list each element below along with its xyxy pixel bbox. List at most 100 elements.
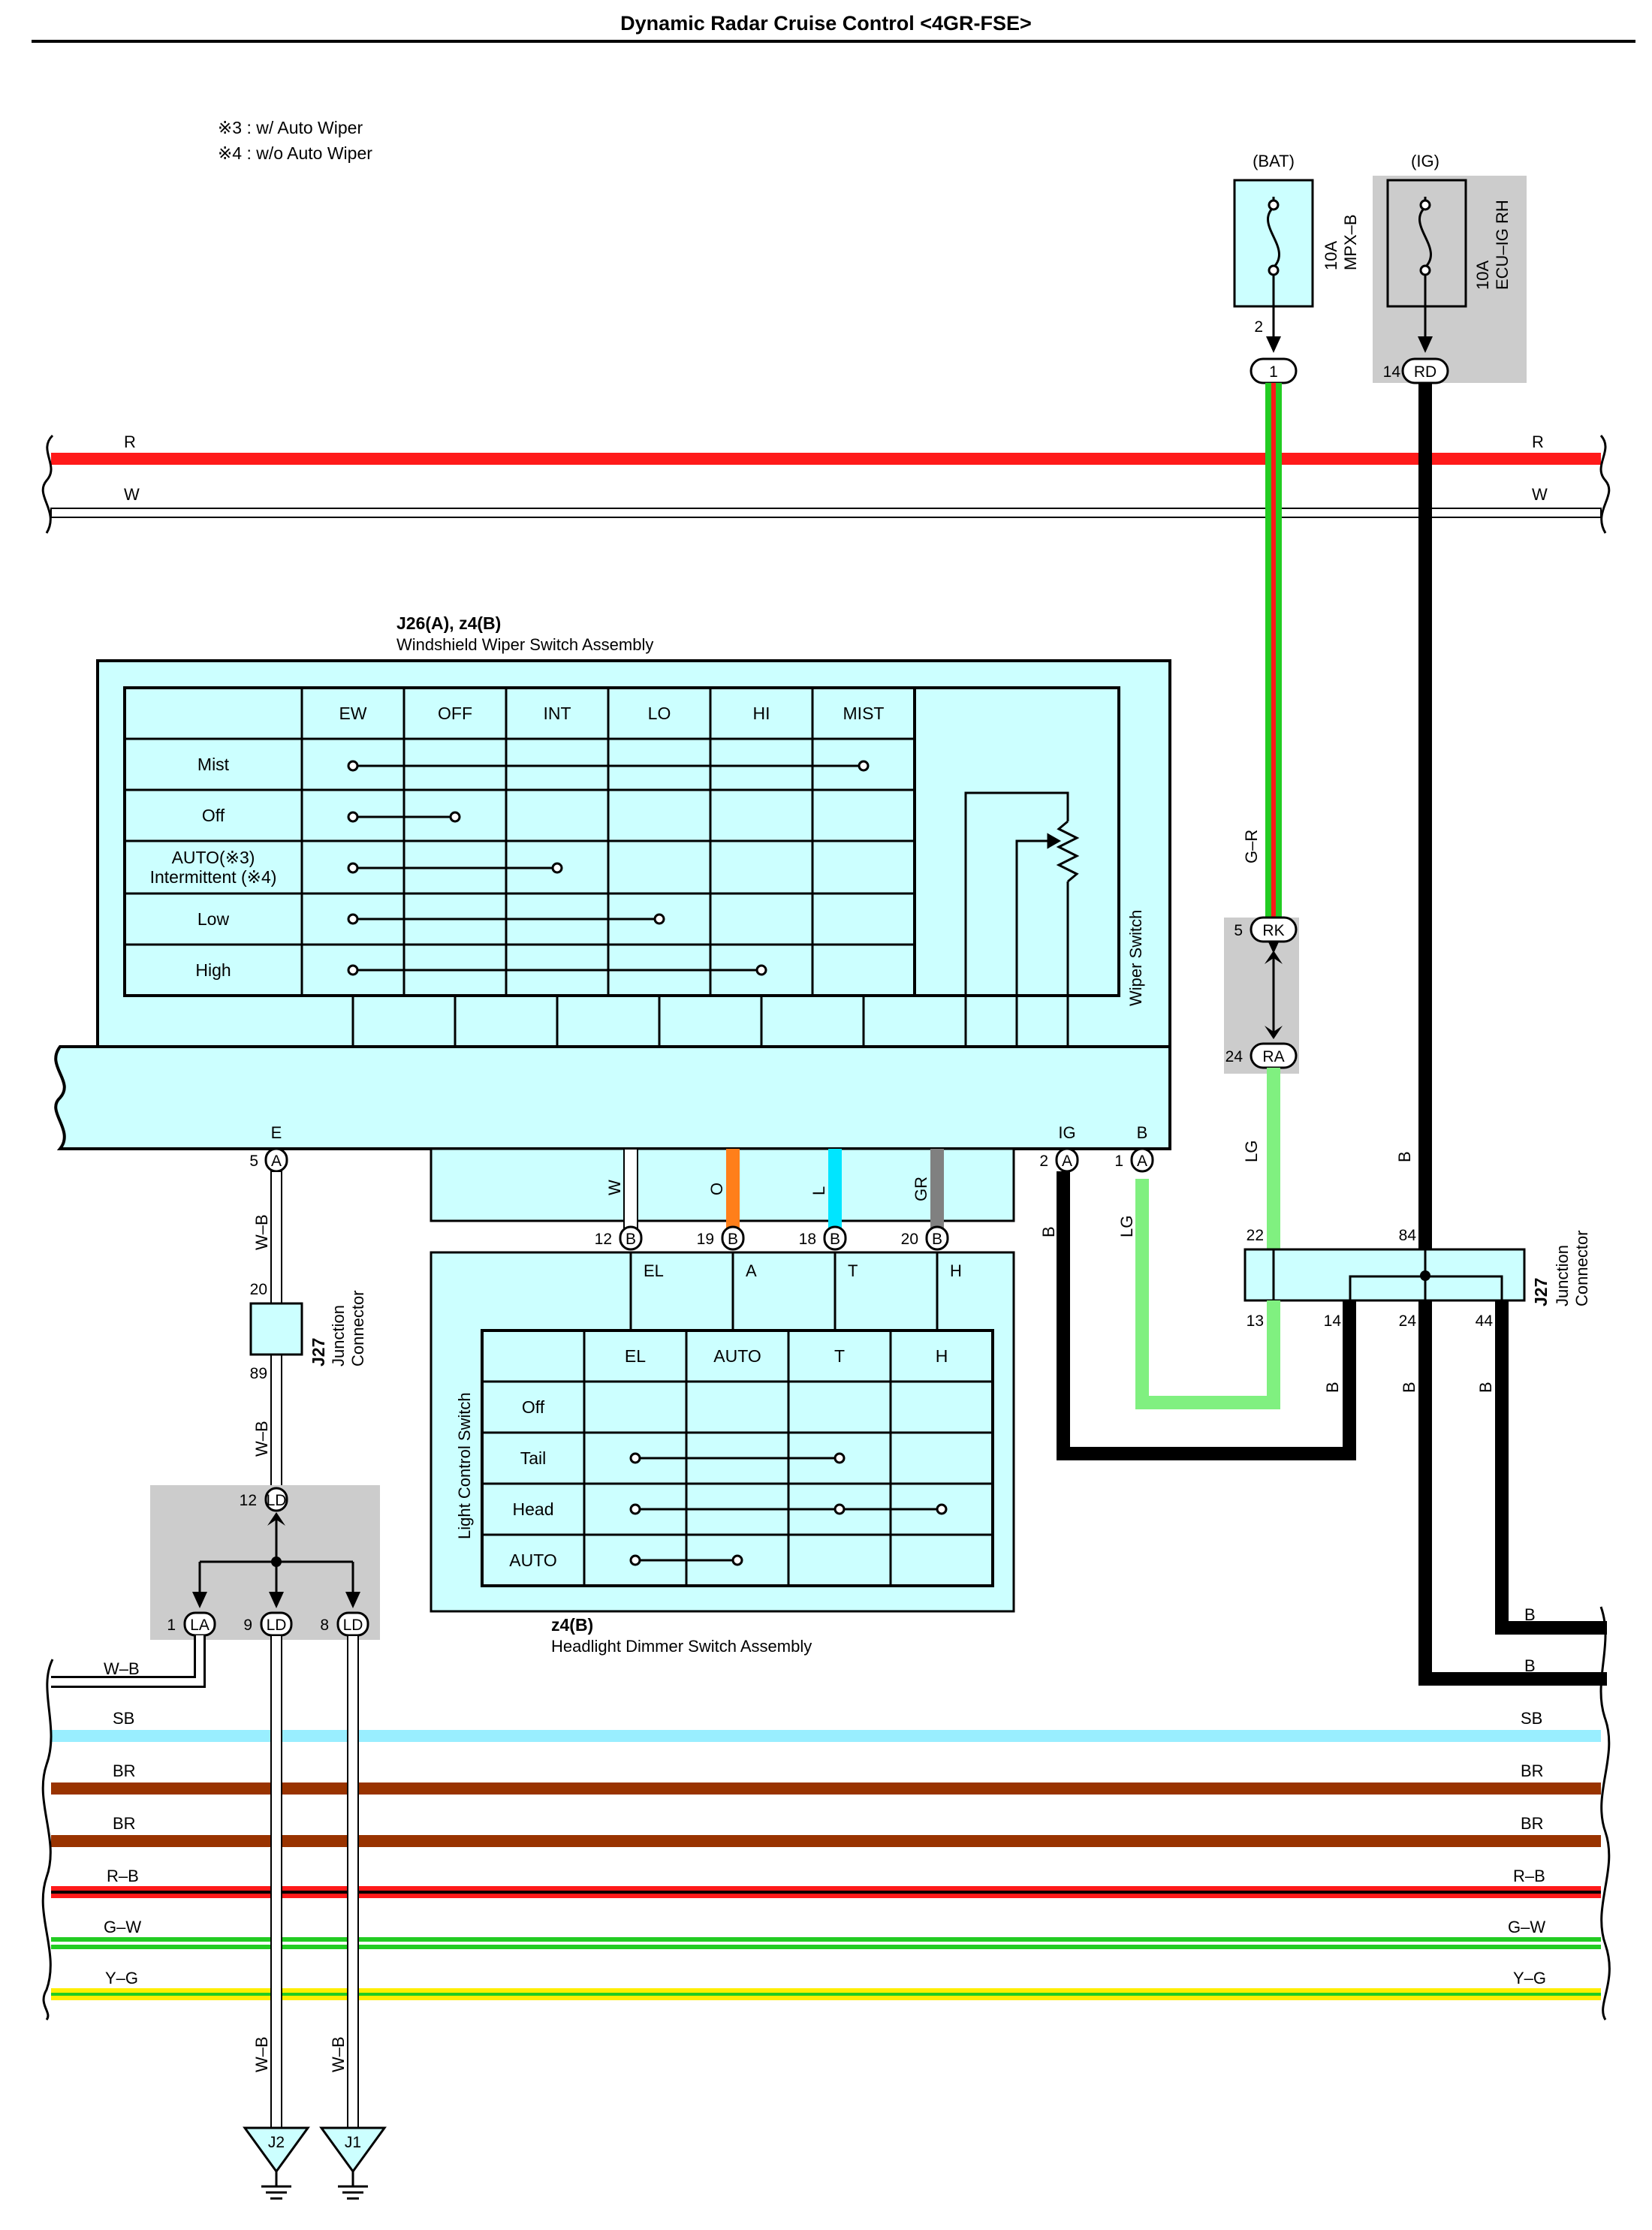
bus-r-b: R–B R–B bbox=[51, 1867, 1601, 1898]
svg-text:5: 5 bbox=[1234, 922, 1243, 939]
svg-text:W: W bbox=[124, 485, 140, 504]
wiper-light-link-block: W O L GR bbox=[430, 1147, 1015, 1229]
wire-lg-lower: LG bbox=[1117, 1179, 1280, 1409]
svg-text:2: 2 bbox=[1254, 318, 1263, 336]
svg-text:B: B bbox=[1524, 1605, 1536, 1624]
svg-text:18: 18 bbox=[799, 1231, 816, 1248]
svg-text:RA: RA bbox=[1262, 1048, 1284, 1065]
bus-r: R R bbox=[51, 432, 1601, 465]
j27-left-connector: 20 89 J27 Junction Connector bbox=[249, 1281, 367, 1382]
wiper-potentiometer bbox=[964, 791, 1080, 996]
svg-text:Y–G: Y–G bbox=[1513, 1969, 1546, 1987]
svg-text:W: W bbox=[1532, 485, 1548, 504]
svg-text:14: 14 bbox=[1324, 1312, 1342, 1330]
wiper-switch-label: Wiper Switch bbox=[1126, 910, 1145, 1006]
svg-text:J2: J2 bbox=[268, 2134, 285, 2151]
junction-rk-ra: RK 5 RA 24 bbox=[1224, 916, 1299, 1074]
svg-text:AUTO: AUTO bbox=[509, 1550, 556, 1570]
svg-text:B: B bbox=[1323, 1382, 1342, 1393]
svg-text:B: B bbox=[1395, 1151, 1414, 1162]
light-assembly-id: z4(B) bbox=[551, 1615, 593, 1635]
svg-text:20: 20 bbox=[250, 1281, 267, 1298]
svg-text:G–W: G–W bbox=[1508, 1918, 1545, 1936]
svg-text:T: T bbox=[848, 1261, 858, 1280]
svg-text:LG: LG bbox=[1242, 1141, 1261, 1162]
wire-lg-upper: LG bbox=[1242, 1068, 1280, 1249]
ground-j2: J2 bbox=[243, 2126, 310, 2200]
svg-text:A: A bbox=[1137, 1153, 1147, 1170]
bus-br-2: BR BR bbox=[51, 1814, 1601, 1847]
break-mark-left-bottom bbox=[41, 1659, 54, 2021]
svg-text:RD: RD bbox=[1414, 363, 1436, 381]
svg-text:EW: EW bbox=[339, 704, 366, 723]
svg-text:MPX–B: MPX–B bbox=[1341, 214, 1360, 270]
svg-text:OFF: OFF bbox=[438, 704, 472, 723]
svg-text:LD: LD bbox=[267, 1492, 287, 1509]
svg-text:LD: LD bbox=[267, 1617, 287, 1634]
svg-text:EL: EL bbox=[644, 1261, 664, 1280]
wire-b-14: B B bbox=[1039, 1179, 1356, 1460]
svg-text:B: B bbox=[1039, 1226, 1058, 1237]
note-no-auto-wiper: ※4 : w/o Auto Wiper bbox=[218, 143, 372, 163]
svg-text:14: 14 bbox=[1383, 363, 1401, 381]
svg-text:13: 13 bbox=[1247, 1312, 1264, 1330]
svg-text:LG: LG bbox=[1117, 1216, 1136, 1237]
light-switch-pins: B 12 B 19 B 18 B 20 bbox=[595, 1225, 949, 1251]
svg-text:AUTO(※3): AUTO(※3) bbox=[172, 848, 255, 867]
fuse-ecu-ig-rh: (IG) 10A ECU–IG RH bbox=[1373, 152, 1527, 383]
bus-sb: SB SB bbox=[51, 1709, 1601, 1742]
svg-text:T: T bbox=[834, 1346, 845, 1366]
light-assembly-name: Headlight Dimmer Switch Assembly bbox=[551, 1637, 812, 1656]
svg-text:44: 44 bbox=[1476, 1312, 1494, 1330]
svg-text:LO: LO bbox=[648, 704, 671, 723]
wire-b-44: B B bbox=[1476, 1300, 1607, 1635]
svg-text:B: B bbox=[830, 1231, 840, 1248]
svg-text:9: 9 bbox=[243, 1617, 252, 1634]
bus-w-b-label: W–B bbox=[104, 1659, 140, 1678]
svg-text:R–B: R–B bbox=[1513, 1867, 1545, 1885]
svg-text:A: A bbox=[1062, 1153, 1072, 1170]
svg-text:24: 24 bbox=[1399, 1312, 1417, 1330]
svg-text:Off: Off bbox=[202, 806, 225, 825]
svg-text:Head: Head bbox=[513, 1499, 554, 1519]
svg-text:LD: LD bbox=[343, 1617, 363, 1634]
svg-text:H: H bbox=[936, 1346, 948, 1366]
svg-text:High: High bbox=[195, 960, 231, 980]
wiper-switch-assembly: J26(A), z4(B) Windshield Wiper Switch As… bbox=[54, 613, 1171, 1173]
svg-text:B: B bbox=[932, 1231, 942, 1248]
svg-text:BR: BR bbox=[1521, 1761, 1544, 1780]
break-mark-right-top bbox=[1599, 434, 1611, 534]
svg-text:W–B: W–B bbox=[329, 2036, 348, 2072]
svg-text:12: 12 bbox=[240, 1492, 257, 1509]
svg-text:19: 19 bbox=[697, 1231, 714, 1248]
svg-text:RK: RK bbox=[1262, 922, 1284, 939]
svg-text:22: 22 bbox=[1247, 1227, 1264, 1244]
wire-w-b-ld9: W–B bbox=[252, 1635, 282, 2129]
svg-text:HI: HI bbox=[753, 704, 770, 723]
wire-b-main: B bbox=[1395, 383, 1432, 1249]
svg-text:R: R bbox=[1532, 432, 1544, 451]
bus-br-1: BR BR bbox=[51, 1761, 1601, 1795]
svg-text:B: B bbox=[1524, 1656, 1536, 1675]
svg-text:BR: BR bbox=[113, 1761, 136, 1780]
svg-text:8: 8 bbox=[320, 1617, 329, 1634]
svg-text:5: 5 bbox=[249, 1153, 258, 1170]
svg-text:Junction: Junction bbox=[329, 1305, 348, 1367]
svg-text:1: 1 bbox=[167, 1617, 176, 1634]
page-title: Dynamic Radar Cruise Control <4GR-FSE> bbox=[620, 12, 1032, 35]
svg-text:H: H bbox=[950, 1261, 962, 1280]
svg-text:Mist: Mist bbox=[197, 755, 230, 774]
svg-text:EL: EL bbox=[625, 1346, 646, 1366]
svg-text:Y–G: Y–G bbox=[105, 1969, 138, 1987]
ld-junction: LD 12 LA 1 LD 9 LD 8 bbox=[150, 1485, 380, 1640]
svg-text:Off: Off bbox=[522, 1397, 545, 1417]
svg-text:Intermittent (※4): Intermittent (※4) bbox=[150, 867, 277, 887]
wire-g-r: G–R bbox=[1242, 383, 1282, 927]
svg-text:R–B: R–B bbox=[107, 1867, 139, 1885]
svg-text:Connector: Connector bbox=[348, 1290, 367, 1367]
note-auto-wiper: ※3 : w/ Auto Wiper bbox=[218, 118, 363, 137]
bus-g-w: G–W G–W bbox=[51, 1918, 1601, 1949]
wiper-assembly-id: J26(A), z4(B) bbox=[396, 613, 501, 633]
svg-text:ECU–IG RH: ECU–IG RH bbox=[1493, 200, 1512, 290]
